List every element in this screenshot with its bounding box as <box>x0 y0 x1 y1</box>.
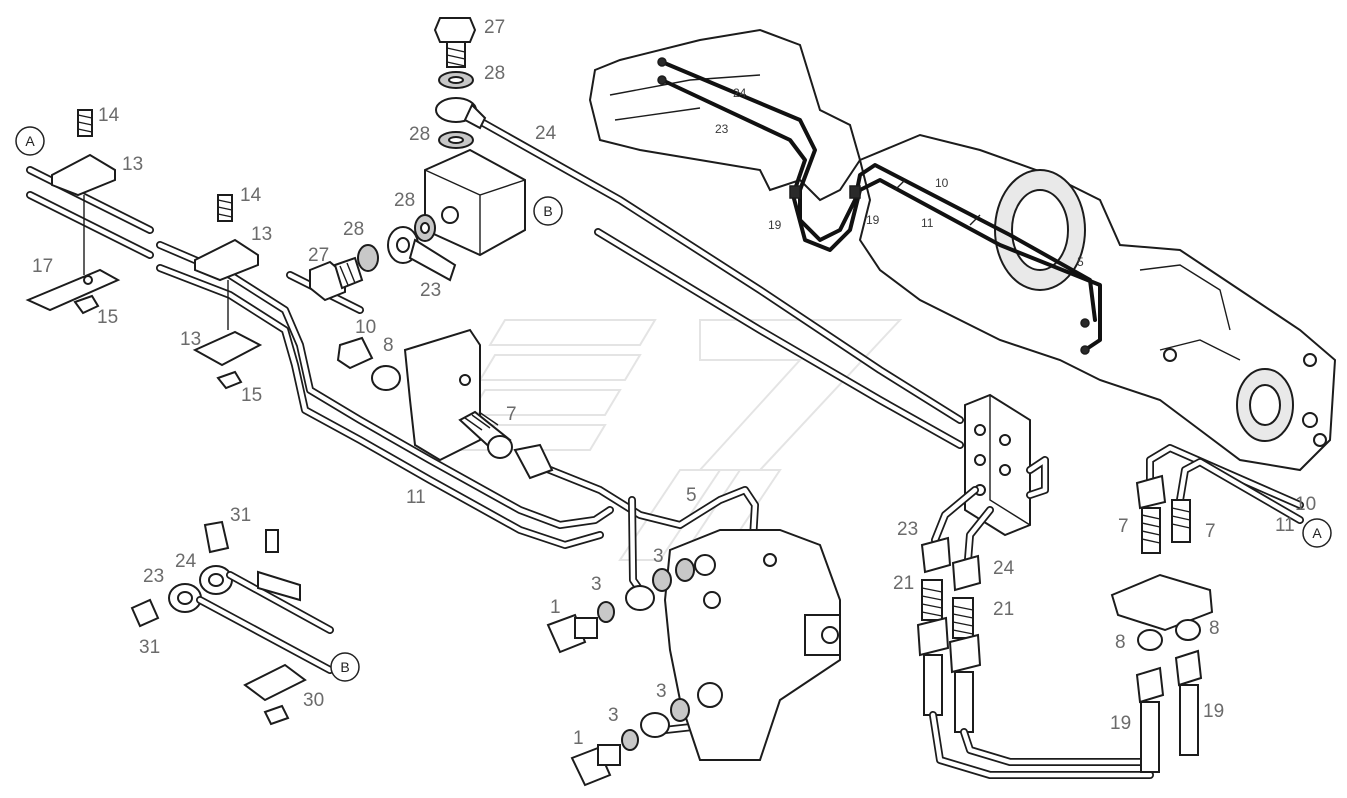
label-19-right-1: 19 <box>1110 713 1131 734</box>
svg-text:A: A <box>1312 525 1322 541</box>
label-23-top: 23 <box>420 280 441 301</box>
label-17: 17 <box>32 256 53 277</box>
banjo-fitting-left <box>309 214 457 302</box>
label-3-d: 3 <box>608 705 619 726</box>
label-21-a: 21 <box>893 573 914 594</box>
small-label-11: 11 <box>921 216 934 230</box>
svg-text:A: A <box>25 133 35 149</box>
label-3-b: 3 <box>591 574 602 595</box>
callout-a-right: A <box>1302 518 1332 548</box>
banjo-assembly-lower-left <box>130 520 334 726</box>
callout-b-bottom: B <box>330 652 360 682</box>
label-1-b: 1 <box>573 728 584 749</box>
callout-a-left: A <box>15 126 45 156</box>
label-27-left: 27 <box>308 245 329 266</box>
bolt-27-top <box>433 17 477 43</box>
label-14-b: 14 <box>240 185 262 206</box>
label-15-a: 15 <box>97 307 118 328</box>
label-24-right: 24 <box>993 558 1015 579</box>
label-30: 30 <box>303 690 324 711</box>
label-31-top: 31 <box>230 505 251 526</box>
small-label-19-b: 19 <box>866 213 880 227</box>
small-label-19-a: 19 <box>768 218 782 232</box>
lower-valve-body <box>546 529 841 787</box>
label-21-b: 21 <box>993 599 1014 620</box>
label-31-bottom: 31 <box>139 637 160 658</box>
label-7-left: 7 <box>506 404 517 425</box>
right-manifold <box>916 393 1154 779</box>
label-1-a: 1 <box>550 597 561 618</box>
label-23-bottom: 23 <box>143 566 164 587</box>
part-labels: 27 28 28 28 28 27 23 24 14 13 17 15 14 1… <box>32 17 1316 749</box>
label-14-a: 14 <box>98 105 120 126</box>
main-pipes <box>26 116 964 549</box>
label-10-left: 10 <box>355 317 376 338</box>
label-23-right: 23 <box>897 519 918 540</box>
label-28-left: 28 <box>343 219 364 240</box>
transmission-hydraulic-lines <box>657 57 1102 355</box>
label-27-top: 27 <box>484 17 505 38</box>
small-label-23: 23 <box>715 122 729 136</box>
label-3-c: 3 <box>656 681 667 702</box>
label-8-right-1: 8 <box>1115 632 1126 653</box>
label-19-right-2: 19 <box>1203 701 1224 722</box>
label-13-a: 13 <box>122 154 143 175</box>
label-10-right: 10 <box>1295 494 1316 515</box>
label-13-c: 13 <box>180 329 201 350</box>
small-labels: 24 23 19 19 10 11 5 <box>715 86 1084 269</box>
clamp-b <box>192 194 263 390</box>
label-15-b: 15 <box>241 385 262 406</box>
label-8-right-2: 8 <box>1209 618 1220 639</box>
center-bracket <box>336 328 554 480</box>
label-28-mid: 28 <box>409 124 430 145</box>
label-7-right-2: 7 <box>1205 521 1216 542</box>
small-label-10: 10 <box>935 176 949 190</box>
small-label-5: 5 <box>1077 255 1084 269</box>
callout-b-top: B <box>533 196 563 226</box>
label-7-right-1: 7 <box>1118 516 1129 537</box>
label-13-b: 13 <box>251 224 272 245</box>
svg-text:B: B <box>340 659 349 675</box>
label-24-bottom: 24 <box>175 551 197 572</box>
clamp-a <box>25 109 121 315</box>
label-28-top: 28 <box>484 63 505 84</box>
right-fittings <box>1110 444 1304 773</box>
svg-text:B: B <box>543 203 552 219</box>
small-label-24: 24 <box>733 86 747 100</box>
label-5-mid: 5 <box>686 485 697 506</box>
label-24-top: 24 <box>535 123 557 144</box>
label-11-left: 11 <box>406 487 426 508</box>
label-8-left: 8 <box>383 335 394 356</box>
label-11-right: 11 <box>1275 515 1295 536</box>
label-3-a: 3 <box>653 546 664 567</box>
upper-valve-block <box>424 17 526 257</box>
label-28-right: 28 <box>394 190 415 211</box>
